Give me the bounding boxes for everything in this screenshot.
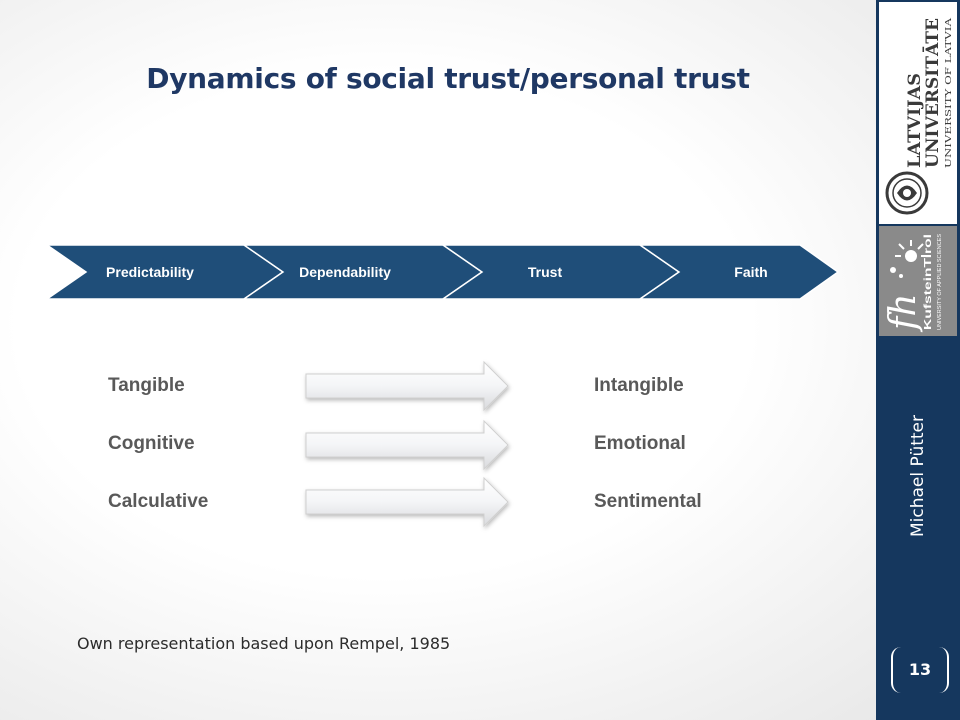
university-wordmark-line-1: LATVIJAS: [905, 73, 925, 168]
chevron-step-2: Dependability: [241, 244, 484, 300]
transition-arrow-2: [305, 419, 509, 471]
page-number-frame: [891, 647, 949, 693]
fh-mark: fh: [883, 293, 924, 333]
chevron-step-2-label: Dependability: [299, 264, 391, 280]
chevron-step-3-label: Trust: [528, 264, 563, 280]
sun-icon: [890, 240, 927, 278]
chevron-step-4: Faith: [637, 244, 840, 300]
slide-title: Dynamics of social trust/personal trust: [146, 62, 750, 95]
transition-arrow-1: [305, 360, 509, 412]
process-diagram: Predictability Dependability Trust Faith: [44, 244, 840, 528]
chevron-step-4-label: Faith: [734, 264, 767, 280]
transition-arrow-3: [305, 476, 509, 528]
university-wordmark-line-2: UNIVERSITĀTE: [922, 18, 943, 168]
university-seal-icon: [885, 171, 929, 215]
author-name: Michael Pütter: [908, 414, 928, 538]
fh-kufstein-logo: fh KufsteinTirol UNIVERSITY OF APPLIED S…: [879, 226, 957, 336]
fh-wordmark-line-1: KufsteinTirol: [923, 234, 934, 330]
transition-from-label: Tangible: [108, 375, 185, 396]
university-of-latvia-logo: LATVIJAS UNIVERSITĀTE UNIVERSITY OF LATV…: [879, 2, 957, 224]
university-wordmark-line-3: UNIVERSITY OF LATVIA: [944, 18, 953, 168]
page-number: 13: [908, 660, 932, 679]
transition-from-label: Cognitive: [108, 433, 195, 454]
transition-to-label: Sentimental: [594, 491, 702, 512]
chevron-step-3: Trust: [440, 244, 681, 300]
chevron-step-1-label: Predictability: [106, 264, 194, 280]
transition-to-label: Intangible: [594, 375, 684, 396]
transition-from-label: Calculative: [108, 491, 209, 512]
fh-wordmark-line-2: UNIVERSITY OF APPLIED SCIENCES: [937, 233, 943, 330]
chevron-step-1: Predictability: [44, 244, 285, 300]
source-citation: Own representation based upon Rempel, 19…: [77, 634, 451, 653]
transition-to-label: Emotional: [594, 433, 686, 454]
